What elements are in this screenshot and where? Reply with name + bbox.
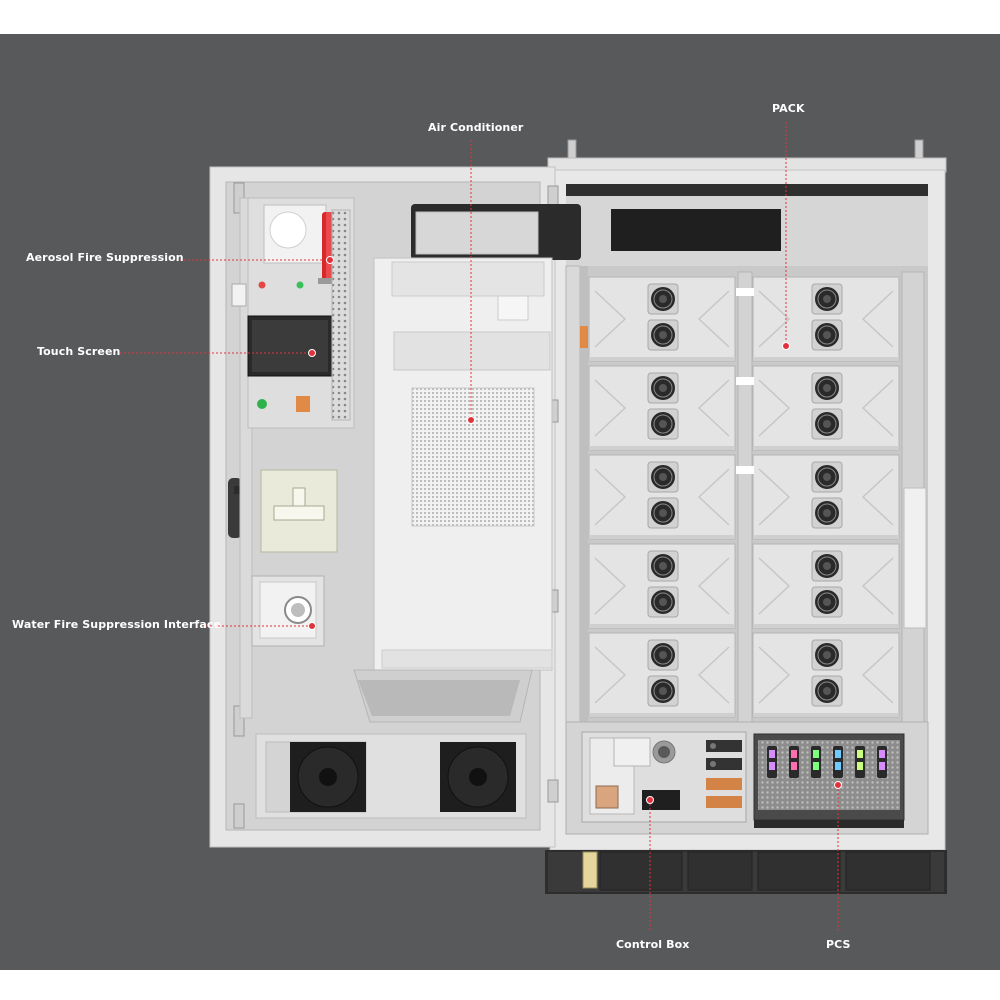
label-aerosol-fire-suppression: Aerosol Fire Suppression [26, 251, 184, 264]
energy-storage-cabinet-diagram [120, 122, 947, 932]
cabinet-door [209, 166, 581, 848]
marker-touch-screen [308, 349, 316, 357]
marker-pack [782, 342, 790, 350]
cabinet-base [545, 850, 947, 894]
module-fan-icon [647, 408, 679, 440]
module-clamp [736, 466, 754, 474]
label-touch-screen: Touch Screen [37, 345, 121, 358]
marker-water-interface [308, 622, 316, 630]
label-water-fire-suppression-interface: Water Fire Suppression Interface [12, 618, 222, 631]
pcs-indicator-light [789, 746, 799, 778]
module-fan-icon [811, 283, 843, 315]
battery-module [752, 543, 900, 629]
pcs-indicator-light [877, 746, 887, 778]
module-fan-icon [647, 319, 679, 351]
module-fan-icon [811, 319, 843, 351]
module-fan-icon [811, 372, 843, 404]
pcs-indicator-lights [767, 746, 887, 778]
battery-module [752, 454, 900, 540]
battery-module [588, 632, 736, 718]
pcs-indicator-light [855, 746, 865, 778]
label-control-box: Control Box [616, 938, 690, 951]
module-fan-icon [647, 497, 679, 529]
pcs-indicator-light [833, 746, 843, 778]
module-fan-icon [811, 550, 843, 582]
marker-pcs [834, 781, 842, 789]
module-fan-icon [647, 283, 679, 315]
label-pcs: PCS [826, 938, 851, 951]
pcs-indicator-light [811, 746, 821, 778]
module-fan-icon [811, 461, 843, 493]
battery-pack-modules [588, 276, 900, 718]
module-fan-icon [811, 586, 843, 618]
module-clamp [736, 288, 754, 296]
control-box [581, 731, 747, 823]
module-fan-icon [647, 550, 679, 582]
callout-markers [308, 256, 842, 804]
battery-module [588, 454, 736, 540]
module-fan-icon [647, 675, 679, 707]
battery-module [752, 632, 900, 718]
module-fan-icon [647, 372, 679, 404]
marker-air-conditioner [467, 416, 475, 424]
module-fan-icon [811, 675, 843, 707]
module-clamp [736, 377, 754, 385]
label-pack: PACK [772, 102, 805, 115]
product-figure-background: Air Conditioner PACK Aerosol Fire Suppre… [0, 34, 1000, 970]
module-fan-icon [811, 408, 843, 440]
battery-module [588, 276, 736, 362]
battery-module [752, 276, 900, 362]
pcs-unit [753, 733, 905, 828]
battery-module [588, 365, 736, 451]
module-fan-icon [647, 639, 679, 671]
marker-aerosol [326, 256, 334, 264]
module-fan-icon [647, 586, 679, 618]
battery-module [588, 543, 736, 629]
label-air-conditioner: Air Conditioner [428, 121, 524, 134]
battery-module [752, 365, 900, 451]
callout-leaders [120, 122, 839, 932]
module-fan-icon [811, 497, 843, 529]
pcs-indicator-light [767, 746, 777, 778]
module-fan-icon [647, 461, 679, 493]
module-fan-icon [811, 639, 843, 671]
marker-control-box [646, 796, 654, 804]
